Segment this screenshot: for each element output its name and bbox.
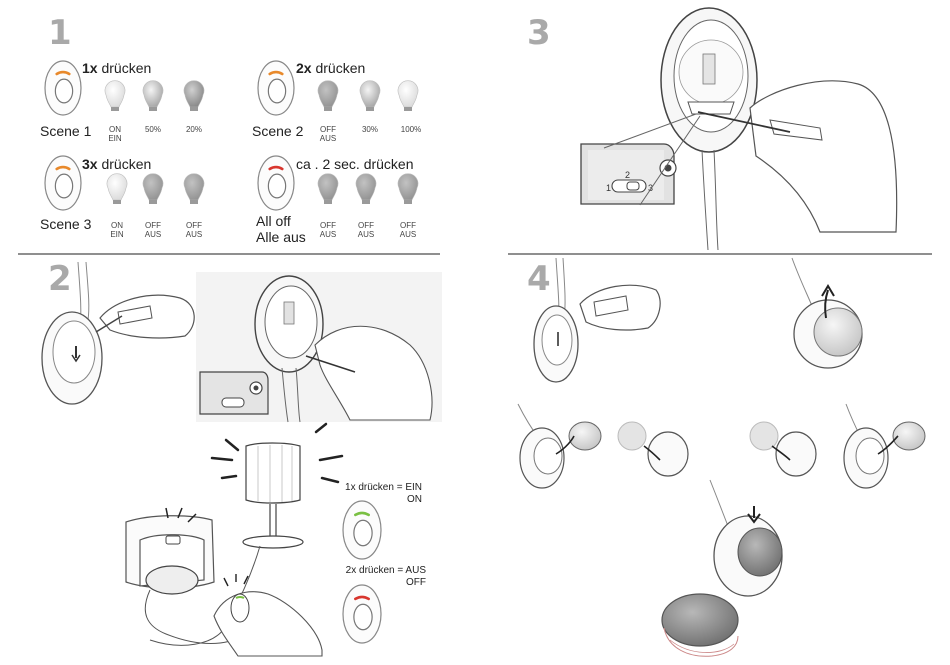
- step4-battery-lift: [792, 258, 862, 368]
- step4-remote-open: [534, 258, 660, 382]
- scene2-instruction: 2x drücken: [296, 61, 365, 75]
- scene1-label: Scene 1: [40, 124, 91, 138]
- scene3-bulb2-icon: [143, 174, 163, 204]
- step2-jumper-illustration: [196, 272, 442, 422]
- step-number-2: 2: [48, 262, 72, 296]
- scene3-label: Scene 3: [40, 217, 91, 231]
- scene1-bulb2-state: 50%: [139, 125, 167, 134]
- switch-position-1-label: 1: [606, 183, 611, 193]
- step2-remote-on: [343, 501, 381, 559]
- scene1-press-text: drücken: [101, 60, 151, 76]
- scene1-bulb3-icon: [184, 81, 204, 111]
- scene3-remote-icon: [45, 156, 81, 210]
- scene3-instruction: 3x drücken: [82, 157, 151, 171]
- scene2-bulb1-icon: [318, 81, 338, 111]
- scene3-press-count: 3x: [82, 156, 98, 172]
- scene1-remote-icon: [45, 61, 81, 115]
- scene1-press-count: 1x: [82, 60, 98, 76]
- step-number-4: 4: [527, 262, 551, 296]
- step2-hand-pressing-remote: [214, 574, 322, 656]
- alloff-bulb1-icon: [318, 174, 338, 204]
- step-number-1: 1: [48, 16, 72, 50]
- scene2-bulb3-state: 100%: [394, 125, 428, 134]
- scene2-press-text: drücken: [315, 60, 365, 76]
- scene2-remote-icon: [258, 61, 294, 115]
- step4-battery-swap-sequence: [518, 404, 925, 488]
- alloff-bulb3-icon: [398, 174, 418, 204]
- step2-remote-off: [343, 585, 381, 643]
- scene3-bulb1-icon: [107, 174, 127, 204]
- scene1-instruction: 1x drücken: [82, 61, 151, 75]
- scene2-label: Scene 2: [252, 124, 303, 138]
- remote-off-icon: [343, 585, 381, 643]
- step3-illustration: 1 2 3: [581, 8, 897, 250]
- scene1-bulb3-state: 20%: [180, 125, 208, 134]
- scene1-bulb1-icon: [105, 81, 125, 111]
- scene2-bulb2-icon: [360, 81, 380, 111]
- step4-cover-close: [662, 480, 782, 656]
- alloff-remote-icon: [258, 156, 294, 210]
- scene1-bulb2-icon: [143, 81, 163, 111]
- scene2-bulb2-state: 30%: [356, 125, 384, 134]
- scene2-press-count: 2x: [296, 60, 312, 76]
- step-number-3: 3: [527, 16, 551, 50]
- alloff-instruction: ca . 2 sec. drücken: [296, 157, 414, 171]
- scene2-bulb3-icon: [398, 81, 418, 111]
- scene3-bulb3-icon: [184, 174, 204, 204]
- remote-on-icon: [343, 501, 381, 559]
- alloff-bulb2-icon: [356, 174, 376, 204]
- switch-position-2-label: 2: [625, 170, 630, 180]
- scene3-press-text: drücken: [101, 156, 151, 172]
